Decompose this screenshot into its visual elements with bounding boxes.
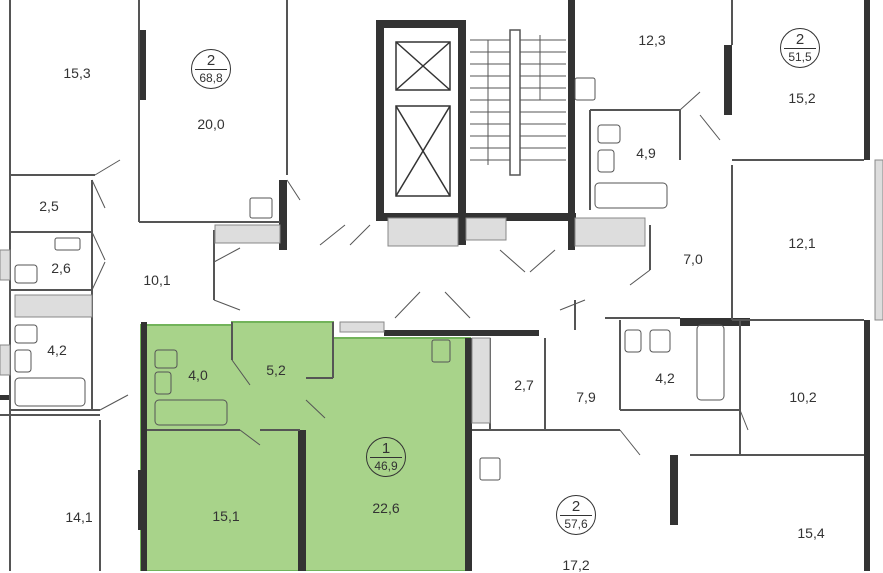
room-area: 14,1 <box>65 509 93 525</box>
room-area: 15,1 <box>212 508 240 524</box>
apartment-badge[interactable]: 1 46,9 <box>366 437 406 477</box>
room-area: 12,1 <box>788 235 816 251</box>
room-area: 15,2 <box>788 90 816 106</box>
room-area: 20,0 <box>197 116 225 132</box>
elevators <box>395 41 451 197</box>
stairs <box>470 29 566 176</box>
apartment-badge[interactable]: 2 51,5 <box>780 28 820 68</box>
apartment-area: 51,5 <box>788 50 812 64</box>
apartment-badge[interactable]: 2 57,6 <box>556 495 596 535</box>
room-area: 10,2 <box>789 389 817 405</box>
apartment-rooms: 1 <box>381 440 391 457</box>
room-area: 4,2 <box>47 342 67 358</box>
badge-divider <box>560 515 592 516</box>
apartment-area: 46,9 <box>374 459 398 473</box>
room-area: 4,9 <box>636 145 656 161</box>
room-area: 4,0 <box>188 367 208 383</box>
room-area: 5,2 <box>266 362 286 378</box>
badge-divider <box>784 48 816 49</box>
thin-walls <box>0 0 864 571</box>
room-area: 2,7 <box>514 377 534 393</box>
apartment-badge[interactable]: 2 68,8 <box>191 49 231 89</box>
room-area: 2,5 <box>39 198 59 214</box>
apartment-rooms: 2 <box>571 498 581 515</box>
apartment-rooms: 2 <box>795 31 805 48</box>
room-area: 10,1 <box>143 272 171 288</box>
balconies <box>0 159 883 424</box>
apartment-area: 68,8 <box>199 71 223 85</box>
apartment-rooms: 2 <box>206 52 216 69</box>
doors <box>91 91 749 456</box>
badge-divider <box>370 457 402 458</box>
room-area: 15,4 <box>797 525 825 541</box>
room-area: 2,6 <box>51 260 71 276</box>
room-area: 17,2 <box>562 557 590 573</box>
apartment-area: 57,6 <box>564 517 588 531</box>
room-area: 12,3 <box>638 32 666 48</box>
bathroom-fixtures <box>14 77 725 481</box>
badge-divider <box>195 69 227 70</box>
room-area: 4,2 <box>655 370 675 386</box>
room-area: 15,3 <box>63 65 91 81</box>
room-area: 7,9 <box>576 389 596 405</box>
room-area: 7,0 <box>683 251 703 267</box>
room-area: 22,6 <box>372 500 400 516</box>
